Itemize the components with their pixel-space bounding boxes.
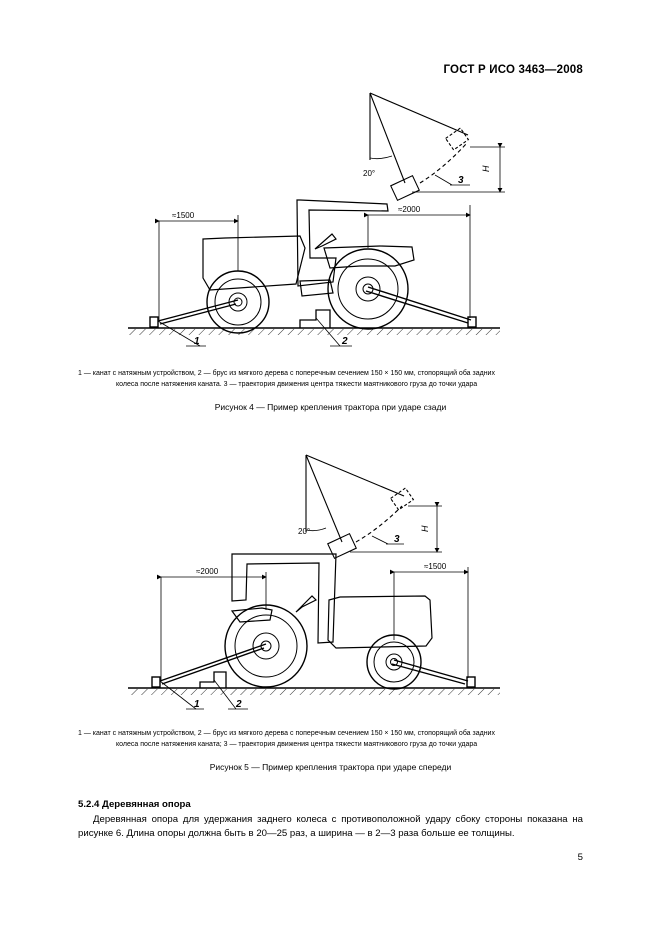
figure-4-legend: 1 — канат с натяжным устройством, 2 — бр… [78, 369, 583, 390]
figure-4-drawing: ≈1500 ≈2000 20° H 1 2 3 [128, 92, 505, 347]
angle-label: 20° [363, 169, 375, 178]
callout-3: 3 [458, 175, 464, 186]
page-number: 5 [577, 852, 583, 863]
height-dimension [412, 143, 505, 193]
height-label: H [481, 165, 491, 172]
dim-left-label: ≈2000 [196, 567, 219, 576]
legend-line: колеса после натяжения каната; 3 — траек… [116, 740, 478, 748]
callout-leaders [157, 174, 470, 347]
dim-right-label: ≈1500 [424, 562, 447, 571]
dim-left-label: ≈1500 [172, 211, 195, 220]
document-header: ГОСТ Р ИСО 3463—2008 [443, 64, 583, 76]
height-dimension [350, 502, 442, 553]
pendulum [369, 92, 470, 202]
dimension-lines [157, 567, 469, 680]
figure-5-caption: Рисунок 5 — Пример крепления трактора пр… [209, 762, 452, 772]
ground [128, 687, 500, 695]
cables [151, 643, 476, 688]
callout-leaders [159, 535, 404, 710]
tractor-rear-body [202, 199, 415, 297]
dimension-lines [155, 205, 471, 320]
callout-3: 3 [394, 534, 400, 545]
body-paragraph: Деревянная опора для удержания заднего к… [78, 814, 583, 839]
section-body: Деревянная опора для удержания заднего к… [78, 813, 583, 840]
figure-4-caption: Рисунок 4 — Пример крепления трактора пр… [214, 402, 447, 412]
angle-label: 20° [298, 527, 310, 536]
callout-2: 2 [341, 336, 348, 347]
section-title: 5.2.4 Деревянная опора [78, 799, 191, 810]
callout-1: 1 [194, 336, 200, 347]
figure-4: ≈1500 ≈2000 20° H 1 2 3 [0, 88, 661, 353]
ground [128, 327, 500, 335]
wooden-block [199, 671, 227, 688]
tractor-wheels [206, 248, 409, 334]
legend-line: 1 — канат с натяжным устройством, 2 — бр… [78, 370, 495, 377]
callout-1: 1 [194, 699, 200, 710]
legend-line: колеса после натяжения каната. 3 — траек… [116, 380, 478, 388]
callout-2: 2 [235, 699, 242, 710]
wooden-block [299, 309, 331, 328]
height-label: H [420, 525, 430, 532]
cables [149, 286, 477, 328]
dim-right-label: ≈2000 [398, 205, 421, 214]
figure-5: ≈2000 ≈1500 20° H 1 2 3 [0, 450, 661, 720]
figure-5-drawing: ≈2000 ≈1500 20° H 1 2 3 [128, 454, 500, 710]
legend-line: 1 — канат с натяжным устройством, 2 — бр… [78, 730, 495, 737]
figure-5-legend: 1 — канат с натяжным устройством, 2 — бр… [78, 729, 583, 750]
